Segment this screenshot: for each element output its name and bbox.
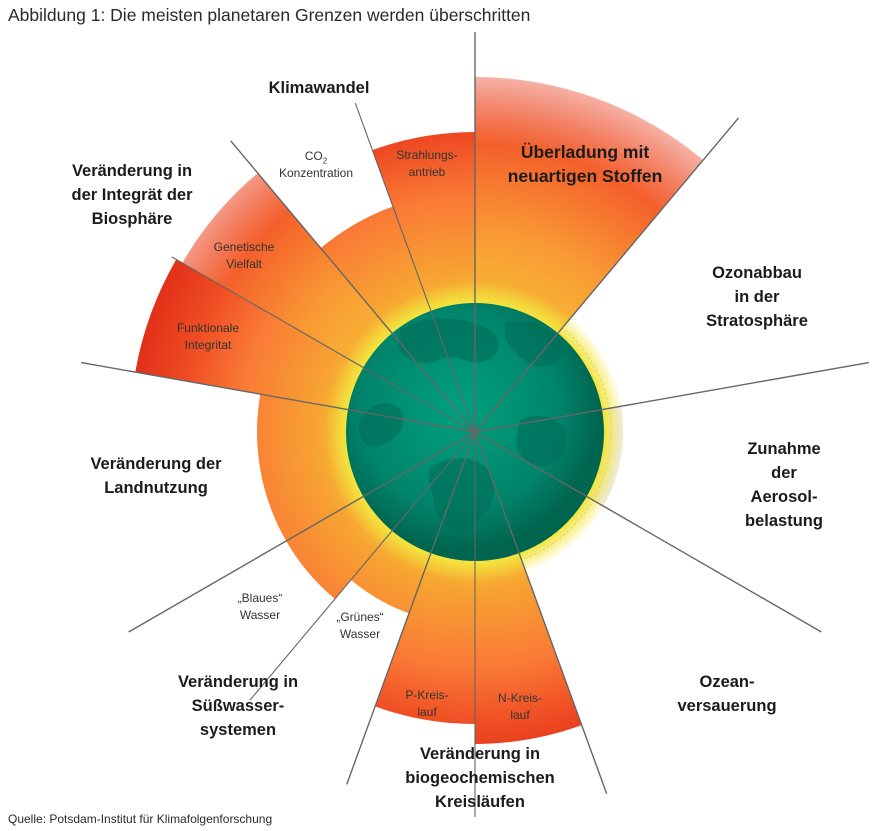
globe-continent [516, 415, 567, 466]
sublabel-blaues-wasser: „Blaues“ Wasser [237, 591, 283, 622]
sub-divider [171, 256, 476, 433]
label-suesswasser: Veränderung in Süßwasser- systemen [177, 673, 299, 739]
figure-title: Abbildung 1: Die meisten planetaren Gren… [8, 5, 531, 25]
sector-divider [474, 117, 740, 433]
sector-divider [346, 431, 476, 785]
label-aerosol: Zunahme der Aerosol- belastung [745, 440, 823, 530]
globe-continent [505, 320, 562, 367]
sub-divider [249, 431, 476, 701]
sector-divider [80, 361, 476, 433]
sub-divider [354, 102, 476, 433]
sector-divider [230, 140, 476, 433]
sector-dividers [80, 32, 870, 817]
sublabel-genetische-vielfalt: Genetische Vielfalt [213, 240, 275, 271]
globe-continent [398, 318, 499, 364]
sublabel-funktionale-integritaet: Funktionale Integritat [176, 321, 240, 352]
label-landnutzung: Veränderung der Landnutzung [90, 455, 222, 497]
label-ozean: Ozean- versauerung [677, 673, 777, 715]
sublabel-p-kreislauf: P-Kreis- lauf [405, 688, 449, 719]
sector-divider [128, 431, 476, 633]
label-biogeochemie: Veränderung in biogeochemischen Kreisläu… [405, 745, 555, 811]
figure-source: Quelle: Potsdam-Institut für Klimafolgen… [8, 812, 273, 826]
label-klimawandel: Klimawandel [268, 79, 370, 97]
sector-divider [474, 431, 822, 633]
sublabel-n-kreislauf: N-Kreis- lauf [498, 691, 542, 722]
label-biosphaere: Veränderung in der Integrät der Biosphär… [71, 162, 193, 228]
sublabel-strahlungsantrieb: Strahlungs- antrieb [396, 148, 458, 179]
label-ozonabbau: Ozonabbau in der Stratosphäre [706, 264, 808, 330]
sector-divider [474, 431, 608, 795]
label-neuartige-stoffe: Überladung mit neuartigen Stoffen [507, 142, 663, 186]
sublabel-gruenes-wasser: „Grünes“ Wasser [336, 610, 384, 641]
sector-divider [474, 361, 870, 433]
